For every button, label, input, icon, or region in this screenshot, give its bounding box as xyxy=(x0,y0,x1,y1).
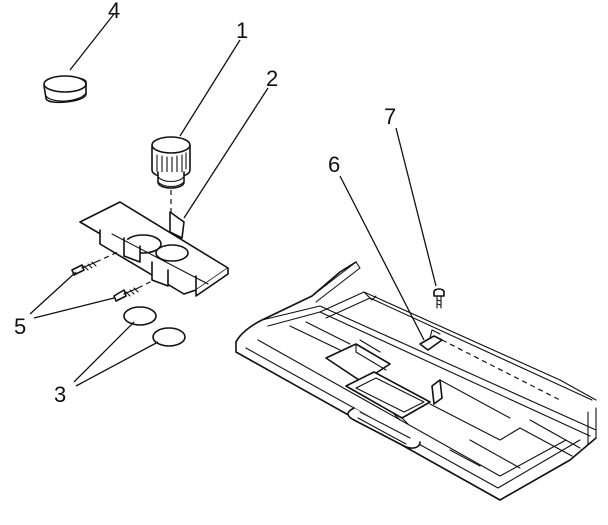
callout-6: 6 xyxy=(328,152,340,177)
part-5-screw-lower xyxy=(113,287,139,302)
console-panel xyxy=(235,261,597,501)
leader-6 xyxy=(339,175,425,341)
assembly-line-screw xyxy=(95,251,119,263)
leader-3b xyxy=(75,341,159,387)
leader-7 xyxy=(395,127,437,287)
leader-3a xyxy=(73,321,135,383)
part-7-screw xyxy=(433,288,445,309)
callout-7: 7 xyxy=(384,104,396,129)
leader-4 xyxy=(69,13,115,71)
callout-5: 5 xyxy=(14,314,26,339)
part-3-pad-lower xyxy=(152,327,186,347)
part-3-pad-upper xyxy=(123,306,157,326)
part-1-knob xyxy=(151,136,191,189)
leader-5b xyxy=(33,297,115,319)
part-4-cap-plug xyxy=(43,75,87,104)
callout-1: 1 xyxy=(236,18,248,43)
callout-4: 4 xyxy=(108,0,120,23)
callout-3: 3 xyxy=(54,382,66,407)
assembly-line-clip xyxy=(441,339,561,401)
part-2-bracket xyxy=(79,201,229,297)
leader-1 xyxy=(179,39,241,137)
leader-5a xyxy=(29,271,77,315)
leader-lines xyxy=(29,13,437,387)
assembly-line-screw-2 xyxy=(137,279,155,289)
leader-2 xyxy=(183,87,269,219)
callout-2: 2 xyxy=(266,66,278,91)
